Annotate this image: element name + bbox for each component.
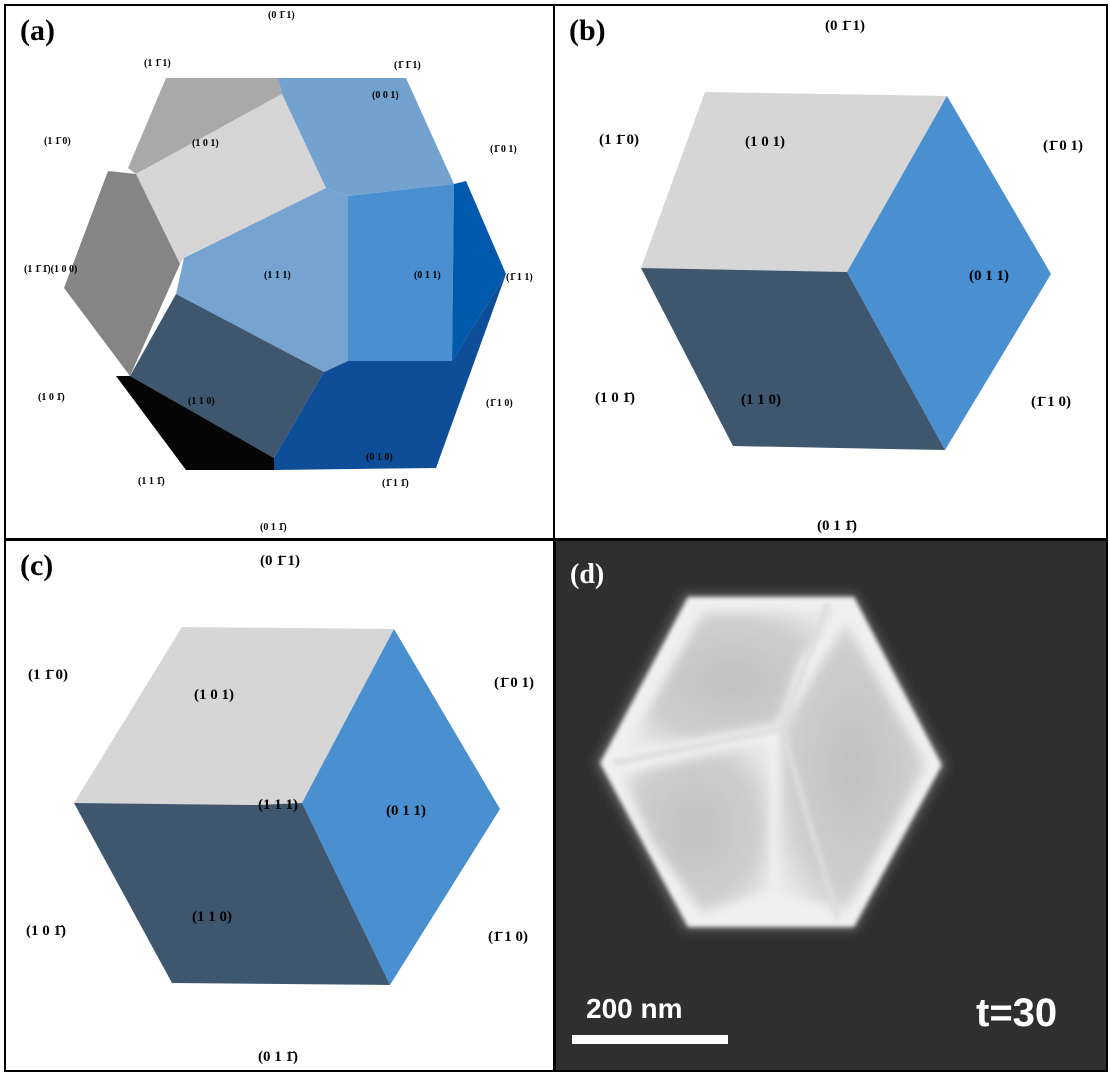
facet-label-a-1-1-1: (1 1 1)	[264, 270, 291, 281]
facet-a-deep-blue	[274, 274, 506, 470]
facet-b-top	[641, 92, 947, 272]
facet-label-c-upper-right: (1̄ 0 1)	[494, 675, 534, 691]
facet-a-mid-gray	[128, 78, 282, 174]
facet-a-light-blue-center	[176, 188, 348, 372]
facet-label-c-bottom: (0 1 1̄)	[258, 1049, 298, 1065]
facet-label-a-top-outer: (0 1̄ 1)	[268, 10, 295, 21]
facet-c-left	[74, 803, 390, 985]
facet-label-a-m1-1-0: (1̄ 1 0)	[486, 398, 513, 409]
facet-label-a-1-m1-0: (1 1̄ 0)	[44, 136, 71, 147]
facet-label-c-face-left: (1 1 0)	[192, 909, 232, 925]
crystal-a-shape	[64, 78, 506, 470]
facet-a-royal-blue	[452, 181, 506, 361]
time-label: t=30	[976, 991, 1058, 1035]
scale-bar-label: 200 nm	[586, 993, 683, 1024]
facet-label-c-upper-left: (1 1̄ 0)	[28, 667, 68, 683]
sem-image	[594, 593, 948, 931]
facet-label-a-0-1-0: (0 1 0)	[366, 452, 393, 463]
facet-c-right	[302, 629, 500, 985]
crystal-c-shape	[74, 627, 500, 985]
facet-label-b-bottom: (0 1 1̄)	[817, 518, 857, 534]
facet-label-c-center: (1 1 1)	[258, 797, 298, 813]
facet-label-a-1-1-m1: (1 1 1̄)	[138, 476, 165, 487]
facet-label-a-m1-1-m1: (1̄ 1 1̄)	[382, 478, 409, 489]
facet-label-a-1-1-0: (1 1 0)	[188, 396, 215, 407]
facet-label-b-upper-left: (1 1̄ 0)	[599, 132, 639, 148]
crystal-b-shape	[641, 92, 1051, 450]
facet-label-a-0-0-1: (0 0 1)	[372, 90, 399, 101]
facet-a-slate	[130, 294, 324, 458]
facet-a-dark-gray	[64, 171, 180, 376]
facet-label-b-upper-right: (1̄ 0 1)	[1043, 138, 1083, 154]
facet-b-right	[847, 96, 1051, 450]
panel-c: (c) (0 1̄ 1) (1 1̄ 0) (1 0 1) (1̄ 0 1) (…	[4, 539, 555, 1072]
facet-a-steel-blue	[348, 184, 454, 361]
facet-label-b-lower-right: (1̄ 1 0)	[1031, 394, 1071, 410]
facet-label-b-face-right: (0 1 1)	[969, 268, 1009, 284]
panel-b-label: (b)	[569, 14, 606, 47]
facet-label-c-face-top: (1 0 1)	[194, 687, 234, 703]
facet-label-c-top: (0 1̄ 1)	[260, 553, 300, 569]
facet-c-top	[74, 627, 394, 805]
facet-label-a-0-1-1: (0 1 1)	[414, 270, 441, 281]
sem-edge-ridges	[613, 601, 841, 920]
panel-c-label: (c)	[20, 549, 54, 582]
panel-a: (a) (0 1̄ 1) (1 1̄ 1) (1̄ 1̄ 1) (0 0 1) …	[4, 4, 555, 540]
facet-label-a-1-m1-m1-100: (1 1̄ 1̄)(1 0 0)	[24, 264, 78, 275]
sem-face-top	[626, 611, 838, 751]
scale-bar	[572, 1035, 728, 1044]
facet-label-b-face-top: (1 0 1)	[745, 134, 785, 150]
facet-label-c-face-right: (0 1 1)	[386, 803, 426, 819]
facet-label-c-lower-right: (1̄ 1 0)	[488, 929, 528, 945]
facet-b-left	[641, 268, 945, 450]
facet-label-c-lower-left: (1 0 1̄)	[26, 923, 66, 939]
panel-b: (b) (0 1̄ 1) (1 1̄ 0) (1 0 1) (1̄ 0 1) (…	[554, 4, 1108, 540]
facet-a-black	[116, 376, 274, 470]
panel-d-label: (d)	[570, 559, 605, 590]
facet-label-a-0-1-m1: (0 1 1̄)	[260, 522, 287, 533]
facet-label-b-lower-left: (1 0 1̄)	[595, 390, 635, 406]
facet-label-a-m1-0-1: (1̄ 0 1)	[490, 144, 517, 155]
facet-a-light-blue-top	[278, 78, 454, 196]
facet-label-a-m1-1-1: (1̄ 1 1)	[506, 272, 533, 283]
facet-label-b-top: (0 1̄ 1)	[825, 18, 865, 34]
facet-label-a-1-0-m1: (1 0 1̄)	[38, 392, 65, 403]
sem-face-left	[622, 741, 770, 913]
facet-a-light-gray	[136, 94, 326, 264]
panel-d: (d) 200 nm t=30	[554, 539, 1108, 1072]
panel-a-label: (a)	[20, 14, 55, 47]
facet-label-a-1-m1-1: (1 1̄ 1)	[144, 58, 171, 69]
facet-label-a-1-0-1: (1 0 1)	[192, 138, 219, 149]
facet-label-b-face-left: (1 1 0)	[741, 392, 781, 408]
facet-label-a-m1-m1-1: (1̄ 1̄ 1)	[394, 60, 421, 71]
